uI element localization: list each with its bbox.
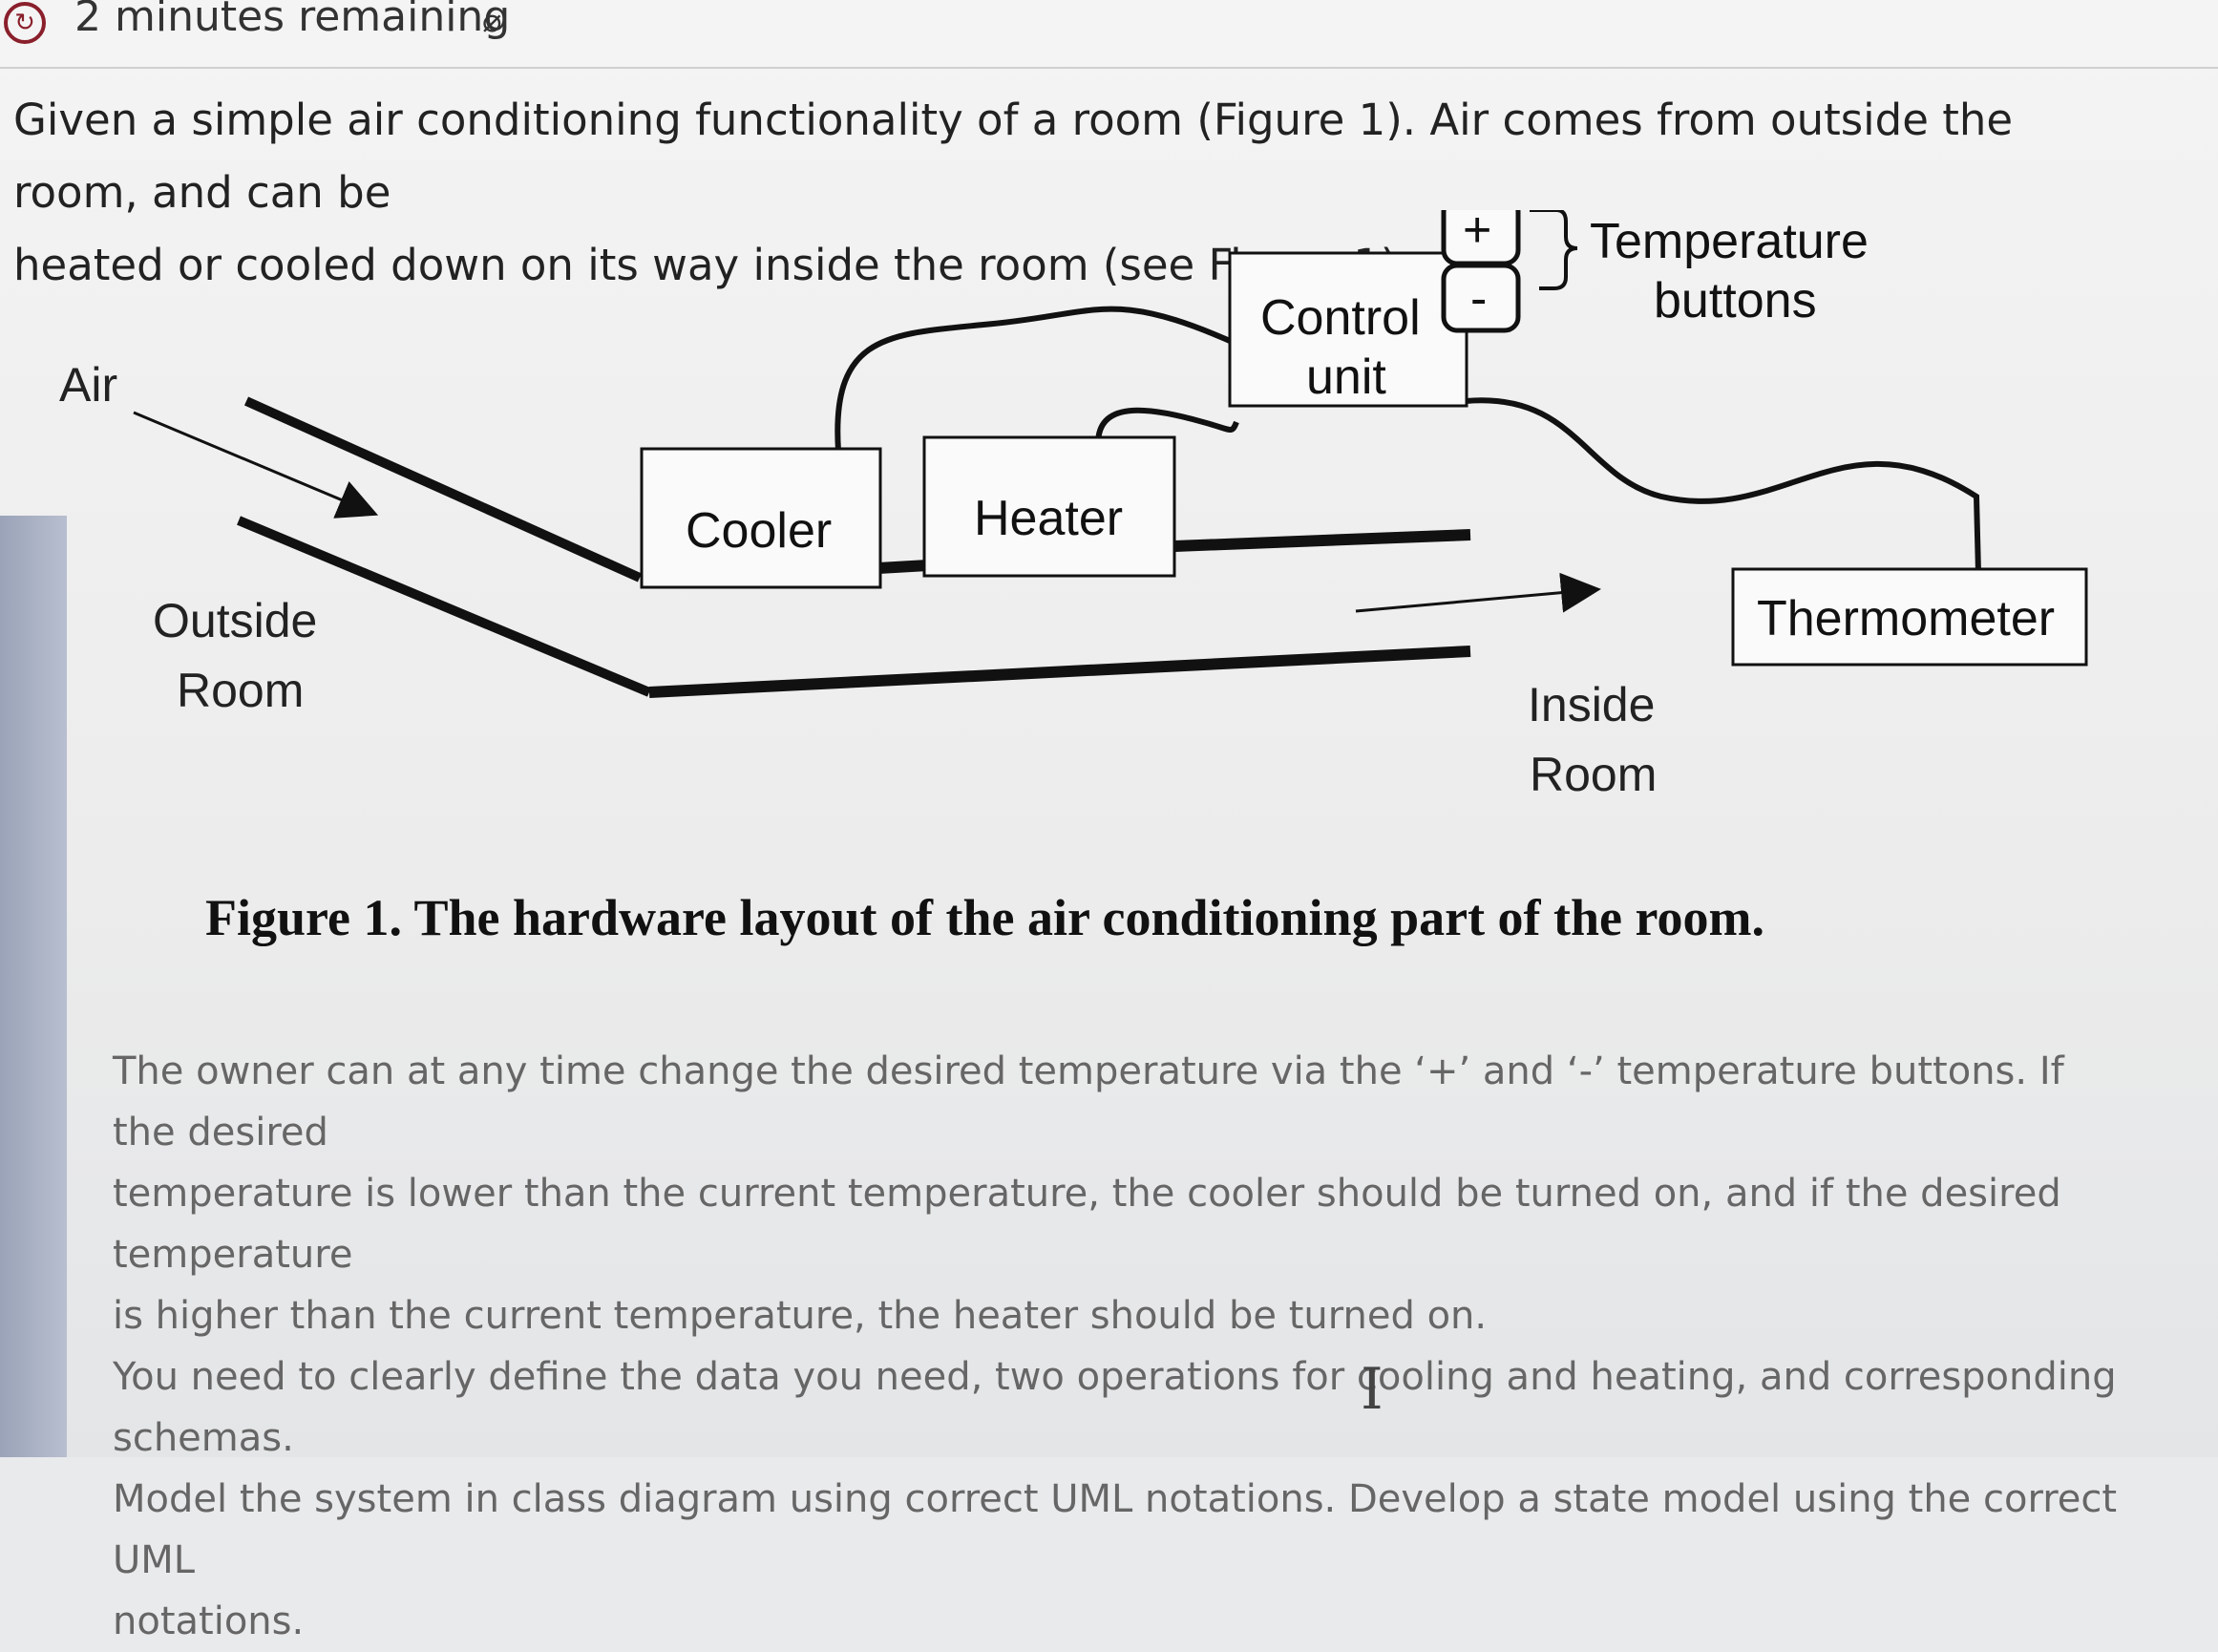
temperature-label-1: Temperature bbox=[1590, 214, 1869, 269]
control-unit-box bbox=[1228, 251, 1468, 408]
air-inflow-arrow bbox=[133, 411, 379, 519]
task-line-1: The owner can at any time change the des… bbox=[113, 1049, 2064, 1154]
eye-off-icon[interactable]: ⌀ bbox=[482, 2, 502, 40]
duct-bottom-wall bbox=[648, 646, 1471, 698]
intro-line-1: Given a simple air conditioning function… bbox=[13, 95, 2014, 218]
task-line-4: You need to clearly define the data you … bbox=[113, 1355, 2117, 1460]
duct-lower-wall bbox=[237, 516, 651, 697]
inside-label: Inside bbox=[1528, 678, 1655, 731]
air-outflow-arrow bbox=[1355, 572, 1601, 613]
hardware-layout-figure: Air Outside Room Cooler Heater Control u… bbox=[59, 210, 2088, 801]
outside-room-label: Room bbox=[177, 664, 304, 717]
thermometer-label: Thermometer bbox=[1757, 591, 2055, 646]
cooler-wire bbox=[834, 306, 1238, 452]
minus-button bbox=[1441, 263, 1521, 333]
left-sidebar-rail bbox=[0, 516, 67, 1457]
timer-bar: ↻ 2 minutes remaining ⌀ bbox=[0, 0, 2218, 69]
plus-label: + bbox=[1463, 210, 1491, 258]
text-cursor-icon: I bbox=[1361, 1356, 1384, 1423]
figure-caption: Figure 1. The hardware layout of the air… bbox=[205, 889, 1764, 946]
inside-room-label: Room bbox=[1530, 748, 1657, 801]
control-label-2: unit bbox=[1306, 349, 1386, 405]
task-description: The owner can at any time change the des… bbox=[113, 1041, 2137, 1652]
thermometer-wire bbox=[1465, 397, 1981, 574]
control-label-1: Control bbox=[1260, 290, 1421, 346]
task-line-5: Model the system in class diagram using … bbox=[113, 1477, 2118, 1582]
cooler-box bbox=[640, 447, 882, 589]
duct-top-wall bbox=[1173, 529, 1471, 552]
duct-joint bbox=[877, 560, 929, 574]
heater-label: Heater bbox=[974, 491, 1123, 546]
task-line-6: notations. bbox=[113, 1599, 305, 1643]
cooler-label: Cooler bbox=[686, 503, 832, 559]
duct-upper-wall bbox=[243, 396, 643, 582]
timer-text: 2 minutes remaining bbox=[74, 0, 511, 41]
heater-box bbox=[922, 435, 1176, 578]
heater-wire bbox=[1095, 407, 1239, 445]
intro-line-2: heated or cooled down on its way inside … bbox=[13, 240, 1411, 290]
buttons-brace bbox=[1530, 210, 1578, 290]
outside-label: Outside bbox=[153, 594, 317, 647]
temperature-label-2: buttons bbox=[1654, 273, 1817, 328]
minus-label: - bbox=[1470, 271, 1487, 327]
air-label: Air bbox=[59, 358, 117, 412]
task-line-3: is higher than the current temperature, … bbox=[113, 1294, 1488, 1338]
question-intro: Given a simple air conditioning function… bbox=[13, 84, 2066, 302]
task-line-2: temperature is lower than the current te… bbox=[113, 1172, 2061, 1277]
timer-icon: ↻ bbox=[4, 2, 46, 44]
thermometer-box bbox=[1731, 567, 2088, 667]
